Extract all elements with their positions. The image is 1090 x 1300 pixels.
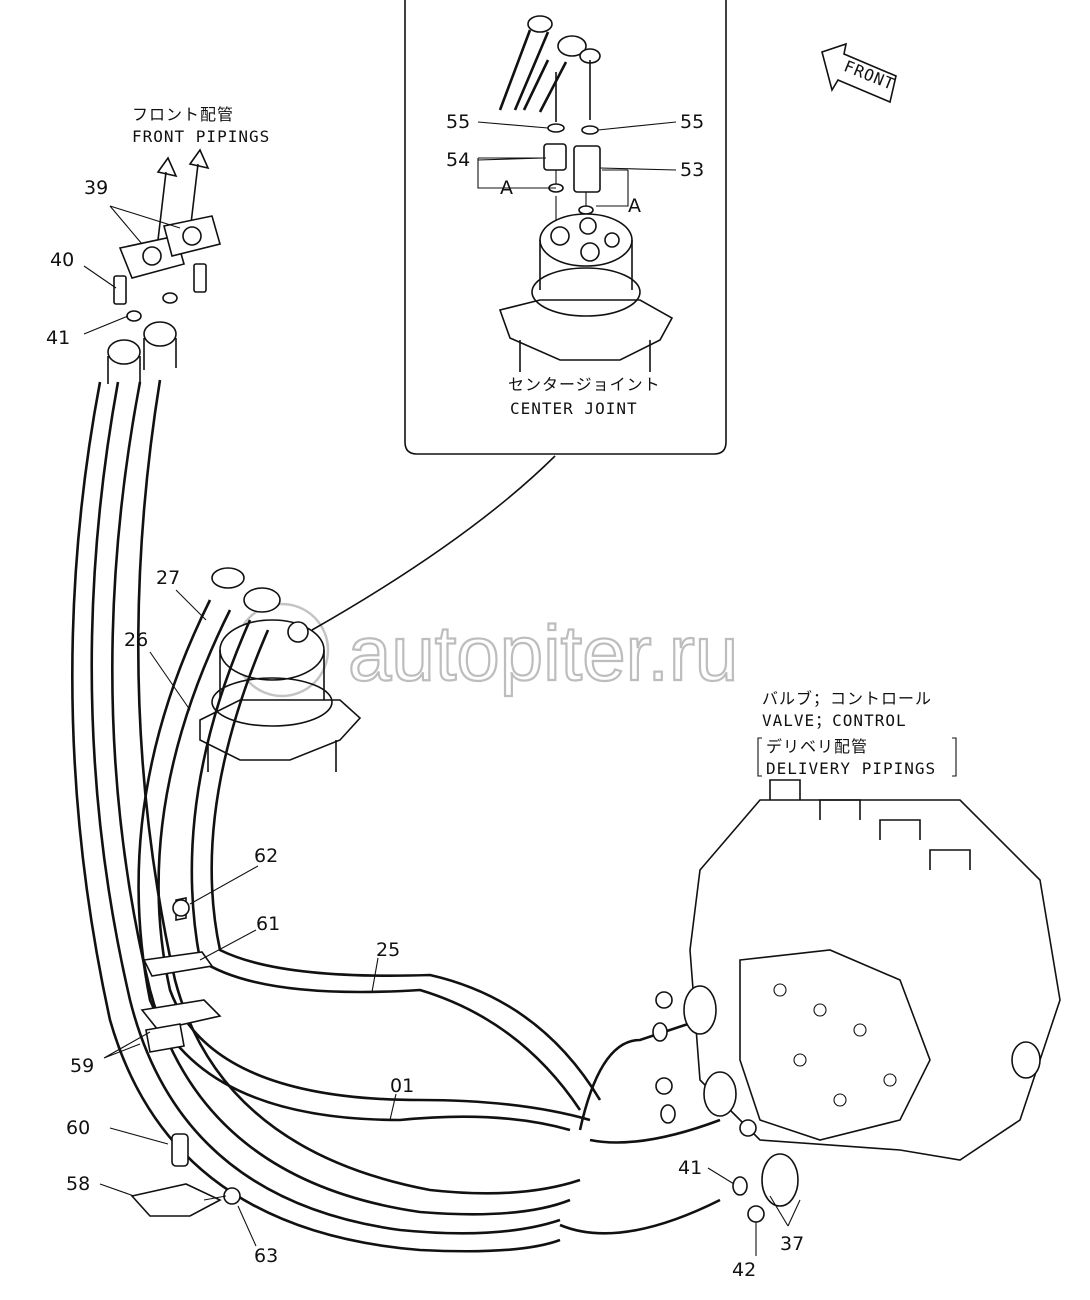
part-number-41-bottom: 41 [678,1157,702,1179]
delivery-pipings-jp-caption: デリベリ配管 [766,737,868,756]
valve-control-jp-caption: バルブ；コントロール [762,689,932,708]
part-number-54: 54 [446,149,470,171]
valve-control-en-caption: VALVE；CONTROL [762,711,907,730]
front-pipings-jp-caption: フロント配管 [132,105,234,124]
part-number-61: 61 [256,913,280,935]
detail-ref-a-right: A [628,195,641,217]
part-number-55-left: 55 [446,111,470,133]
front-pipings-fittings [107,148,221,384]
clamp-assembly [130,897,241,1217]
watermark: a autopiter.ru [234,602,739,698]
detail-ref-a-left: A [500,177,513,199]
part-number-27: 27 [156,567,180,589]
part-number-55-right: 55 [680,111,704,133]
part-number-41-top: 41 [46,327,70,349]
center-joint-detail: A A [404,0,727,455]
delivery-pipings-en-caption: DELIVERY PIPINGS [766,759,936,778]
part-number-37: 37 [780,1233,804,1255]
part-number-53: 53 [680,159,704,181]
hoses [71,379,602,1253]
part-number-63: 63 [254,1245,278,1267]
detail-connector-line [311,455,556,631]
part-number-58: 58 [66,1173,90,1195]
watermark-text: autopiter.ru [348,609,738,697]
part-number-25: 25 [376,939,400,961]
leader-lines [83,205,801,1256]
front-direction-arrow: FRONT [821,42,898,104]
center-joint-en-caption: CENTER JOINT [510,399,638,418]
part-number-62: 62 [254,845,278,867]
front-arrow-label: FRONT [841,56,897,94]
part-number-60: 60 [66,1117,90,1139]
part-number-39: 39 [84,177,108,199]
control-valve [559,779,1061,1235]
part-number-26: 26 [124,629,148,651]
front-pipings-en-caption: FRONT PIPINGS [132,127,270,146]
part-number-42: 42 [732,1259,756,1281]
delivery-pipings-brackets [757,737,957,777]
main-center-joint [199,567,362,772]
part-number-59: 59 [70,1055,94,1077]
part-number-01: 01 [390,1075,414,1097]
center-joint-jp-caption: センタージョイント [508,375,661,394]
part-number-40: 40 [50,249,74,271]
